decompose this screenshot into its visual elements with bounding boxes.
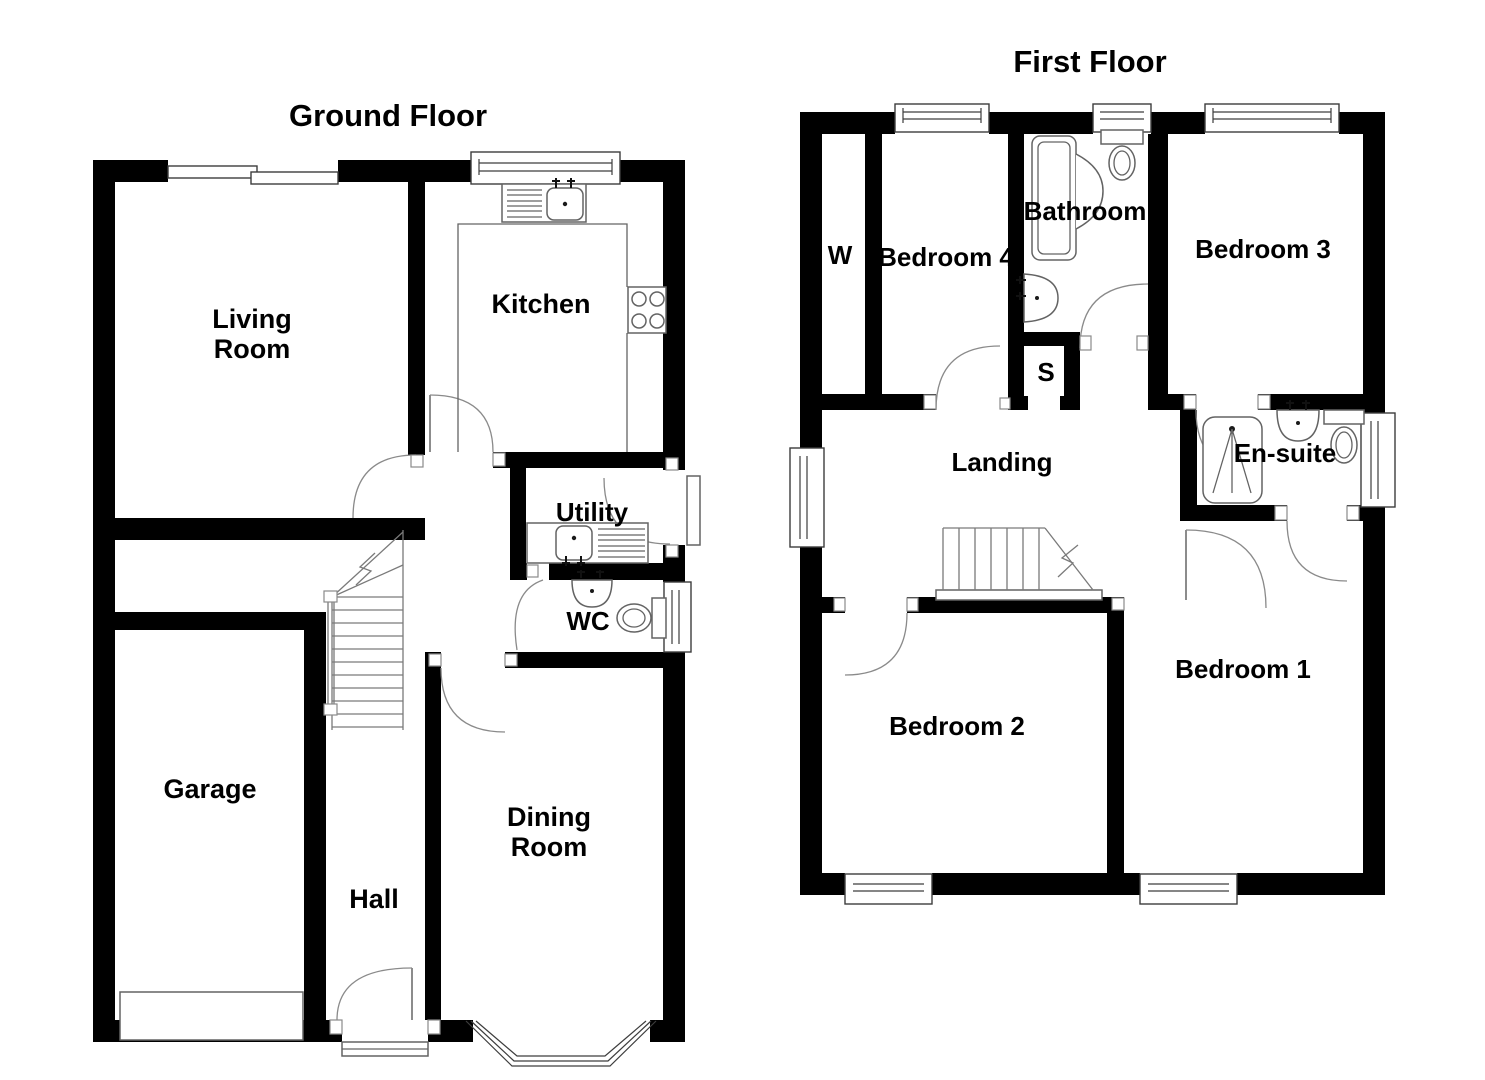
bathroom-door: [1079, 283, 1149, 349]
landing-label: Landing: [951, 447, 1052, 477]
garage-label: Garage: [163, 774, 256, 804]
first-door-stops: [833, 335, 1360, 612]
kitchen-window: [470, 151, 621, 185]
wc-door: [514, 579, 544, 651]
utility-external-door: [603, 475, 701, 546]
bedroom4-window: [894, 103, 990, 133]
bathroom-toilet: [1100, 129, 1144, 181]
utility-sink: [526, 522, 649, 566]
dining-room-label-line2: Room: [511, 832, 588, 862]
bedroom2-door: [844, 612, 908, 676]
bedroom1-label: Bedroom 1: [1175, 654, 1311, 684]
living-room-label-line2: Room: [214, 334, 291, 364]
kitchen-worktop: [457, 223, 628, 452]
landing-window: [789, 447, 825, 548]
first-floor-plan: First Floor W Bedroom 4 Bathroom Bedroom…: [789, 44, 1396, 905]
ensuite-window: [1360, 412, 1396, 508]
dining-room-door: [440, 667, 506, 733]
store-label: S: [1037, 357, 1054, 387]
bath: [1031, 135, 1104, 261]
wc-toilet: [616, 597, 667, 639]
shower: [1202, 416, 1263, 504]
wc-basin: [571, 570, 613, 608]
bedroom2-window: [844, 873, 933, 905]
garage-door: [119, 991, 304, 1041]
living-room-door: [352, 454, 417, 519]
hob: [627, 286, 667, 334]
dining-room-label-line1: Dining: [507, 802, 591, 832]
bathroom-basin: [1016, 273, 1059, 323]
bedroom1-window: [1139, 873, 1238, 905]
first-floor-title: First Floor: [1013, 44, 1166, 79]
utility-label: Utility: [556, 497, 629, 527]
bathroom-window: [1092, 103, 1152, 133]
ensuite-label: En-suite: [1234, 438, 1337, 468]
first-stairs: [935, 527, 1103, 601]
ground-door-stops: [329, 452, 679, 1035]
ensuite-door: [1286, 520, 1348, 582]
bedroom2-label: Bedroom 2: [889, 711, 1025, 741]
bedroom1-door: [1185, 529, 1267, 609]
wardrobe-label: W: [828, 240, 853, 270]
bathroom-label: Bathroom: [1024, 196, 1147, 226]
bedroom3-label: Bedroom 3: [1195, 234, 1331, 264]
bedroom4-label: Bedroom 4: [878, 242, 1014, 272]
first-walls: [800, 112, 1385, 895]
hall-label: Hall: [349, 884, 399, 914]
wc-label: WC: [566, 606, 610, 636]
bedroom3-window: [1204, 103, 1340, 133]
bedroom4-door: [935, 345, 1001, 411]
wc-window: [663, 581, 692, 653]
ground-stairs: [323, 530, 404, 730]
ground-floor-title: Ground Floor: [289, 98, 487, 133]
kitchen-door: [429, 394, 494, 453]
ground-floor-plan: Ground Floor Living Room Kitchen Utility…: [93, 98, 701, 1067]
living-room-label-line1: Living: [212, 304, 292, 334]
ensuite-basin: [1276, 400, 1320, 442]
bay-window: [465, 1020, 657, 1067]
front-door: [336, 967, 413, 1021]
front-door-threshold: [341, 1041, 429, 1057]
ensuite-toilet: [1323, 409, 1365, 464]
kitchen-label: Kitchen: [491, 289, 590, 319]
living-room-window: [167, 165, 339, 185]
kitchen-sink: [501, 178, 587, 223]
